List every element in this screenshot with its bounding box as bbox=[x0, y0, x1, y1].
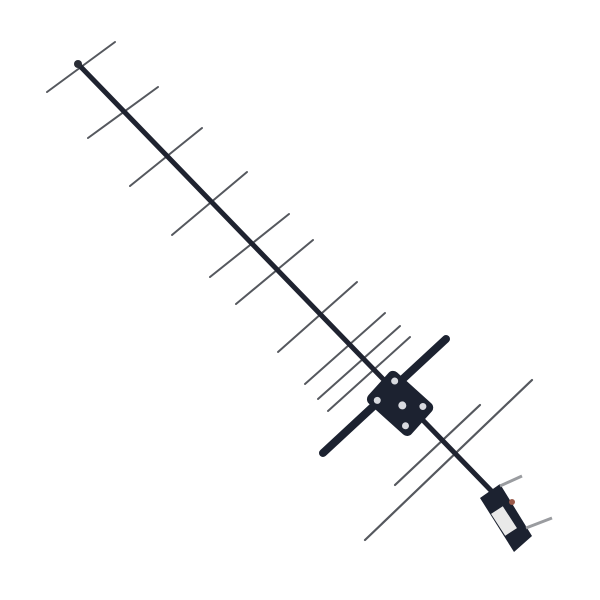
bolt-icon bbox=[398, 401, 407, 410]
bolt-icon bbox=[391, 377, 399, 385]
boom-end-cap bbox=[74, 60, 82, 68]
reflector-elements bbox=[363, 378, 534, 542]
director-element bbox=[235, 239, 314, 305]
terminal bbox=[499, 474, 523, 488]
director-element bbox=[304, 312, 386, 385]
bolt-icon bbox=[373, 396, 381, 404]
director-elements bbox=[46, 41, 411, 412]
director-element bbox=[209, 213, 290, 278]
connector-box bbox=[480, 474, 553, 552]
bolt-icon bbox=[419, 402, 427, 410]
director-element bbox=[171, 171, 248, 236]
director-element bbox=[317, 325, 401, 400]
bolt-icon bbox=[401, 422, 409, 430]
terminal bbox=[525, 516, 553, 530]
reflector-element bbox=[393, 403, 482, 487]
mounting-bracket bbox=[366, 370, 434, 436]
reflector-element bbox=[363, 378, 534, 542]
director-element bbox=[327, 336, 411, 412]
director-element bbox=[277, 281, 358, 353]
boom bbox=[75, 61, 508, 508]
